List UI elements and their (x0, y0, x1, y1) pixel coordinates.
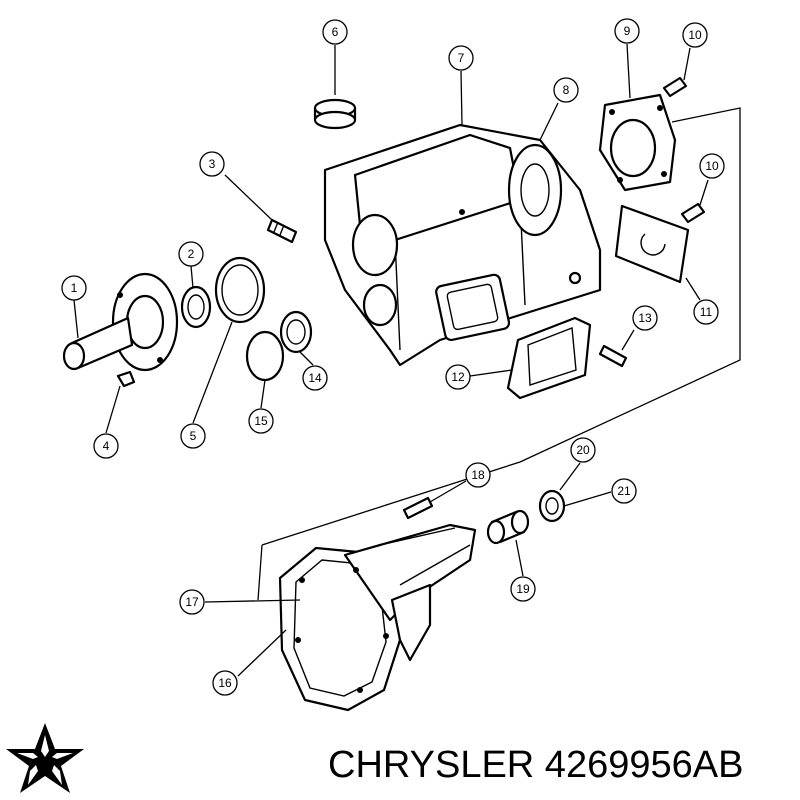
small-bearing (279, 310, 313, 354)
svg-text:6: 6 (332, 25, 339, 39)
callout-8: 8 (553, 77, 579, 103)
callout-18: 18 (465, 462, 491, 488)
svg-text:20: 20 (576, 443, 590, 457)
svg-text:4: 4 (103, 439, 110, 453)
callout-12: 12 (445, 364, 471, 390)
svg-text:13: 13 (638, 311, 652, 325)
callout-20: 20 (570, 437, 596, 463)
bushing (486, 509, 530, 545)
svg-text:10: 10 (688, 28, 702, 42)
expansion-plug (245, 330, 285, 382)
callout-7: 7 (448, 45, 474, 71)
callout-2: 2 (178, 241, 204, 267)
callout-10-lower: 10 (699, 153, 725, 179)
callout-16: 16 (212, 670, 238, 696)
callout-9: 9 (614, 18, 640, 44)
plug-bolt (266, 218, 298, 244)
svg-text:18: 18 (471, 468, 485, 482)
housing-bolt (402, 496, 434, 520)
pentastar-icon (6, 723, 84, 793)
transmission-case (323, 123, 602, 367)
svg-text:3: 3 (209, 157, 216, 171)
svg-text:8: 8 (563, 83, 570, 97)
callout-1: 1 (61, 275, 87, 301)
svg-text:14: 14 (308, 371, 322, 385)
part-number-caption: CHRYSLER 4269956AB (328, 744, 744, 786)
callout-4: 4 (93, 433, 119, 459)
leader-lines (73, 43, 709, 677)
extension-housing (278, 523, 477, 712)
svg-text:2: 2 (188, 247, 195, 261)
svg-text:11: 11 (700, 305, 713, 319)
retainer-bolt (116, 370, 136, 388)
callout-21: 21 (611, 478, 637, 504)
callout-17: 17 (179, 589, 205, 615)
svg-text:15: 15 (254, 414, 268, 428)
adapter-plate (598, 93, 677, 192)
callout-5: 5 (180, 423, 206, 449)
callout-10-upper: 10 (682, 22, 708, 48)
top-seal (313, 98, 357, 130)
callout-6: 6 (322, 19, 348, 45)
cover-gasket (506, 316, 592, 400)
snap-ring (214, 256, 266, 324)
svg-text:10: 10 (705, 159, 719, 173)
callout-15: 15 (248, 408, 274, 434)
svg-text:5: 5 (190, 429, 197, 443)
rear-seal (538, 489, 566, 523)
svg-text:19: 19 (516, 582, 530, 596)
svg-text:12: 12 (451, 370, 465, 384)
cover-plate (614, 204, 690, 284)
svg-text:9: 9 (624, 24, 631, 38)
callout-13: 13 (632, 305, 658, 331)
gasket-bolt (598, 344, 628, 368)
svg-text:17: 17 (185, 595, 199, 609)
seal-ring (180, 285, 212, 329)
bolt-lower (680, 202, 706, 224)
callout-11: 11 (693, 299, 719, 325)
callout-3: 3 (199, 151, 225, 177)
bearing-retainer (62, 272, 179, 372)
bolt-upper (662, 76, 688, 98)
svg-text:7: 7 (458, 51, 465, 65)
svg-text:21: 21 (617, 484, 631, 498)
svg-text:1: 1 (71, 281, 78, 295)
callout-14: 14 (302, 365, 328, 391)
svg-text:16: 16 (218, 676, 232, 690)
callout-19: 19 (510, 576, 536, 602)
